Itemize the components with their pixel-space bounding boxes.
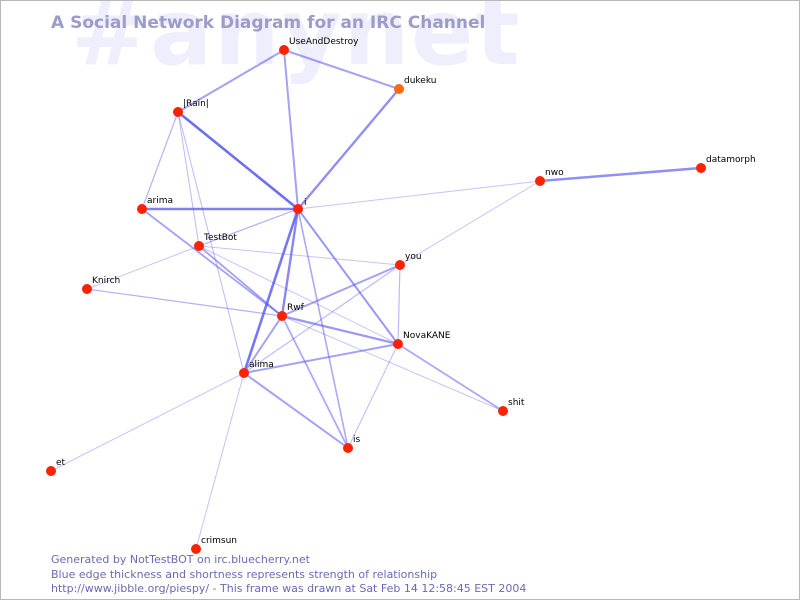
node-datamorph: datamorph: [696, 155, 756, 173]
edge-rwf-novakane: [280, 314, 400, 346]
edge-rwf-is: [281, 315, 349, 449]
edge-rain-useanddestroy: [177, 49, 285, 113]
node-layer: UseAndDestroy dukeku |Rain| nwo datamorph ari…: [46, 37, 756, 554]
node-shit: shit: [498, 398, 525, 416]
node-dot-shit: [498, 406, 508, 416]
edge-rwf-shit: [281, 315, 504, 412]
edge-testbot-knirch: [86, 245, 200, 290]
node-dot-rain: [173, 107, 183, 117]
edge-nwo-you: [399, 180, 541, 266]
edge-nwo-datamorph: [538, 166, 703, 183]
edge-layer: [50, 49, 703, 550]
node-dot-arima: [137, 204, 147, 214]
edge-novakane-is: [347, 343, 399, 449]
diagram-title: A Social Network Diagram for an IRC Chan…: [51, 13, 486, 33]
node-you: you: [395, 252, 422, 270]
node-label-i: i: [304, 198, 307, 208]
edge-alima-is: [243, 372, 349, 449]
node-et: et: [46, 458, 66, 476]
edge-rain-i: [176, 110, 300, 211]
edge-testbot-rwf: [198, 245, 283, 317]
node-label-nwo: nwo: [545, 168, 564, 178]
node-label-arima: arima: [147, 196, 173, 206]
edge-i-alima: [242, 207, 300, 375]
node-label-novakane: NovaKANE: [403, 331, 451, 341]
node-dukeku: dukeku: [394, 76, 436, 94]
node-dot-datamorph: [696, 163, 706, 173]
node-label-crimsun: crimsun: [201, 536, 237, 546]
node-crimsun: crimsun: [191, 536, 237, 554]
edge-i-rwf: [280, 207, 300, 318]
node-nwo: nwo: [535, 168, 564, 186]
node-dot-knirch: [82, 284, 92, 294]
node-testbot: TestBot: [194, 233, 237, 251]
node-dot-alima: [239, 368, 249, 378]
node-dot-is: [343, 443, 353, 453]
edge-knirch-rwf: [86, 288, 283, 317]
node-alima: alima: [239, 360, 274, 378]
node-label-et: et: [56, 458, 66, 468]
node-label-datamorph: datamorph: [706, 155, 756, 165]
node-label-rain: |Rain|: [183, 99, 209, 109]
node-rain: |Rain|: [173, 99, 209, 117]
node-dot-i: [293, 204, 303, 214]
node-useanddestroy: UseAndDestroy: [279, 37, 359, 55]
edge-useanddestroy-i: [283, 49, 299, 210]
edge-nwo-i: [297, 180, 541, 210]
node-label-knirch: Knirch: [92, 276, 120, 286]
edge-testbot-novakane: [198, 245, 399, 345]
channel-watermark: #anynet: [71, 0, 522, 86]
edge-novakane-shit: [397, 343, 504, 412]
node-label-rwf: Rwf: [287, 303, 305, 313]
node-label-useanddestroy: UseAndDestroy: [289, 37, 359, 47]
node-dot-dukeku: [394, 84, 404, 94]
edge-rain-arima: [141, 111, 179, 210]
node-dot-useanddestroy: [279, 45, 289, 55]
edge-alima-novakane: [243, 343, 399, 374]
edge-rain-testbot: [177, 111, 200, 247]
node-label-is: is: [353, 435, 361, 445]
edge-i-testbot: [198, 208, 299, 247]
edge-i-novakane: [297, 208, 399, 345]
node-dot-et: [46, 466, 56, 476]
node-i: i: [293, 198, 307, 214]
node-dot-rwf: [277, 311, 287, 321]
node-rwf: Rwf: [277, 303, 305, 321]
edge-rain-alima: [177, 111, 245, 374]
edge-rwf-alima: [243, 315, 283, 374]
edge-arima-rwf: [141, 208, 283, 317]
edge-useanddestroy-dukeku: [283, 49, 400, 90]
edge-alima-you: [243, 264, 401, 374]
footer-info: Generated by NotTestBOT on irc.bluecherr…: [51, 553, 526, 597]
node-dot-testbot: [194, 241, 204, 251]
footer-generated-by: Generated by NotTestBOT on irc.bluecherr…: [51, 553, 310, 566]
edge-i-is: [297, 208, 349, 449]
footer-timestamp: http://www.jibble.org/piespy/ - This fra…: [51, 582, 527, 596]
node-arima: arima: [137, 196, 173, 214]
footer-legend-note: Blue edge thickness and shortness repres…: [51, 567, 438, 581]
node-dot-you: [395, 260, 405, 270]
node-label-dukeku: dukeku: [404, 76, 436, 86]
node-is: is: [343, 435, 361, 453]
node-dot-novakane: [393, 339, 403, 349]
node-dot-crimsun: [191, 544, 201, 554]
node-label-alima: alima: [249, 360, 274, 370]
node-label-shit: shit: [508, 398, 525, 408]
node-label-testbot: TestBot: [203, 233, 237, 243]
node-dot-nwo: [535, 176, 545, 186]
edge-dukeku-i: [296, 87, 401, 211]
node-knirch: Knirch: [82, 276, 120, 294]
node-label-you: you: [405, 252, 422, 262]
edge-rwf-you: [281, 264, 401, 317]
edge-testbot-you: [198, 245, 401, 266]
edge-alima-crimsun: [195, 372, 245, 550]
edge-alima-et: [50, 372, 245, 472]
node-novakane: NovaKANE: [393, 331, 451, 349]
edge-you-novakane: [397, 264, 401, 345]
